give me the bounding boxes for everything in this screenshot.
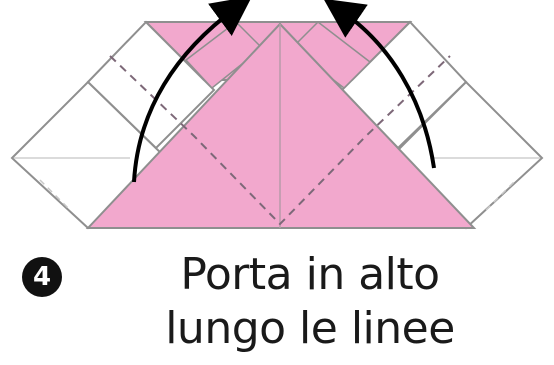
left-white-top-flap <box>86 20 216 150</box>
left-dashed-flap-line <box>39 179 71 211</box>
step-caption: Porta in alto lungo le linee <box>100 248 520 356</box>
caption-line-2: lungo le linee <box>165 303 455 354</box>
fold-line-dashed <box>109 55 451 226</box>
right-dashed-flap-line <box>485 179 517 211</box>
step-number-badge: 4 <box>22 257 62 297</box>
caption-line-1: Porta in alto <box>180 249 440 300</box>
origami-fold-diagram <box>10 0 544 230</box>
right-fold-arrow <box>323 0 436 169</box>
left-fold-arrow <box>132 0 253 183</box>
